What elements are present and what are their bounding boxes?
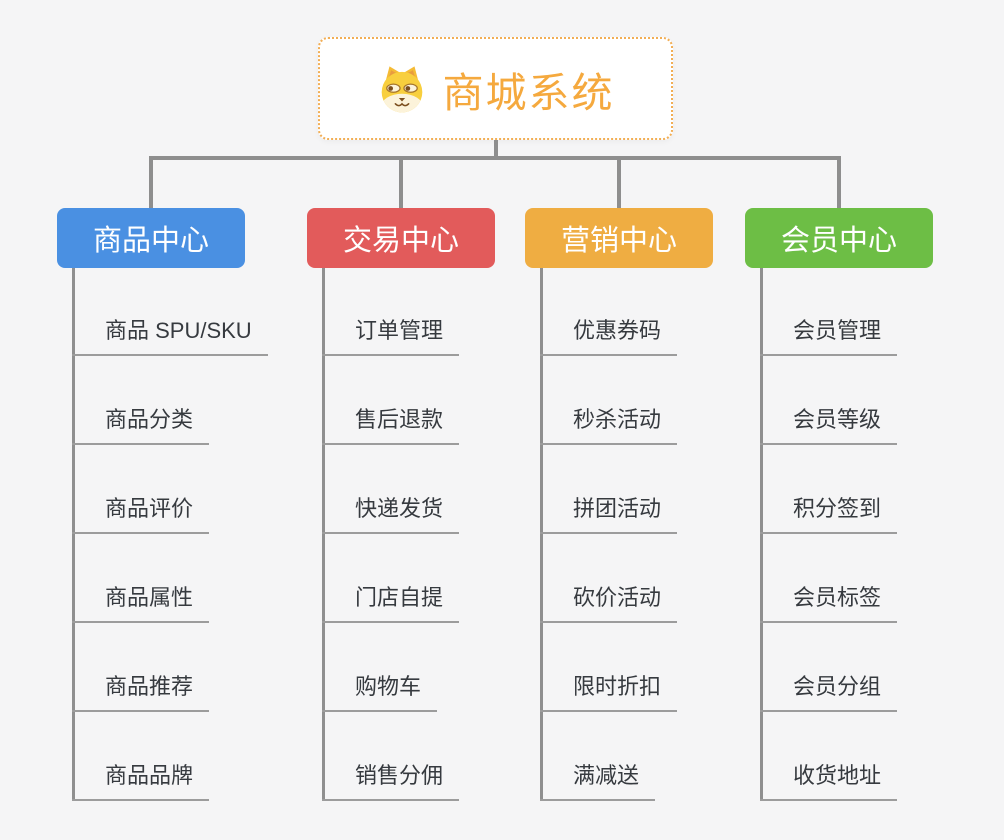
subtopic-label: 销售分佣 bbox=[355, 763, 444, 788]
subtopic-label: 积分签到 bbox=[793, 496, 882, 521]
subtopic-label: 秒杀活动 bbox=[573, 407, 662, 432]
subtopic-node-trade-center-5[interactable]: 购物车 bbox=[322, 672, 438, 712]
connector-drop-member-center bbox=[837, 156, 841, 208]
subtopic-label: 商品分类 bbox=[105, 407, 194, 432]
doge-face-icon bbox=[381, 65, 422, 112]
subtopic-label: 会员等级 bbox=[793, 407, 882, 432]
connector-trunk-product-center bbox=[72, 268, 75, 801]
subtopic-label: 拼团活动 bbox=[573, 496, 662, 521]
subtopic-node-product-center-4[interactable]: 商品属性 bbox=[72, 583, 210, 623]
branch-label: 营销中心 bbox=[560, 225, 677, 257]
subtopic-label: 限时折扣 bbox=[573, 674, 662, 699]
subtopic-node-product-center-6[interactable]: 商品品牌 bbox=[72, 761, 210, 801]
subtopic-label: 售后退款 bbox=[355, 407, 444, 432]
subtopic-label: 快递发货 bbox=[355, 496, 444, 521]
subtopic-label: 商品品牌 bbox=[105, 763, 194, 788]
subtopic-label: 商品推荐 bbox=[105, 674, 194, 699]
subtopic-node-product-center-2[interactable]: 商品分类 bbox=[72, 405, 210, 445]
branch-node-trade-center[interactable]: 交易中心 bbox=[307, 208, 495, 268]
subtopic-label: 订单管理 bbox=[355, 318, 444, 343]
subtopic-node-trade-center-3[interactable]: 快递发货 bbox=[322, 494, 460, 534]
subtopic-node-member-center-3[interactable]: 积分签到 bbox=[760, 494, 898, 534]
subtopic-node-trade-center-4[interactable]: 门店自提 bbox=[322, 583, 460, 623]
subtopic-label: 会员管理 bbox=[793, 318, 882, 343]
connector-trunk-member-center bbox=[760, 268, 763, 801]
subtopic-label: 购物车 bbox=[355, 674, 422, 699]
subtopic-node-member-center-5[interactable]: 会员分组 bbox=[760, 672, 898, 712]
branch-label: 交易中心 bbox=[342, 225, 459, 257]
subtopic-node-product-center-3[interactable]: 商品评价 bbox=[72, 494, 210, 534]
subtopic-node-member-center-1[interactable]: 会员管理 bbox=[760, 316, 898, 356]
subtopic-label: 优惠券码 bbox=[573, 318, 662, 343]
subtopic-label: 商品 SPU/SKU bbox=[105, 318, 252, 343]
root-topic-title: 商城系统 bbox=[442, 69, 615, 116]
subtopic-node-marketing-center-6[interactable]: 满减送 bbox=[540, 761, 656, 801]
subtopic-node-trade-center-6[interactable]: 销售分佣 bbox=[322, 761, 460, 801]
subtopic-label: 商品评价 bbox=[105, 496, 194, 521]
subtopic-node-member-center-2[interactable]: 会员等级 bbox=[760, 405, 898, 445]
connector-drop-product-center bbox=[149, 156, 153, 208]
subtopic-node-product-center-1[interactable]: 商品 SPU/SKU bbox=[72, 316, 268, 356]
subtopic-node-member-center-6[interactable]: 收货地址 bbox=[760, 761, 898, 801]
subtopic-label: 会员分组 bbox=[793, 674, 882, 699]
branch-label: 会员中心 bbox=[780, 225, 897, 257]
connector-trunk-marketing-center bbox=[540, 268, 543, 801]
connector-root-stem bbox=[494, 140, 498, 158]
root-topic-node[interactable]: 商城系统 bbox=[318, 37, 673, 140]
subtopic-node-marketing-center-3[interactable]: 拼团活动 bbox=[540, 494, 678, 534]
branch-node-member-center[interactable]: 会员中心 bbox=[745, 208, 933, 268]
subtopic-node-marketing-center-1[interactable]: 优惠券码 bbox=[540, 316, 678, 356]
subtopic-label: 门店自提 bbox=[355, 585, 444, 610]
subtopic-label: 会员标签 bbox=[793, 585, 882, 610]
subtopic-label: 收货地址 bbox=[793, 763, 882, 788]
connector-trunk-trade-center bbox=[322, 268, 325, 801]
subtopic-node-marketing-center-2[interactable]: 秒杀活动 bbox=[540, 405, 678, 445]
branch-label: 商品中心 bbox=[92, 225, 209, 257]
subtopic-label: 砍价活动 bbox=[573, 585, 662, 610]
subtopic-node-product-center-5[interactable]: 商品推荐 bbox=[72, 672, 210, 712]
connector-drop-marketing-center bbox=[617, 156, 621, 208]
branch-node-product-center[interactable]: 商品中心 bbox=[57, 208, 245, 268]
subtopic-node-marketing-center-5[interactable]: 限时折扣 bbox=[540, 672, 678, 712]
branch-node-marketing-center[interactable]: 营销中心 bbox=[525, 208, 713, 268]
subtopic-node-marketing-center-4[interactable]: 砍价活动 bbox=[540, 583, 678, 623]
subtopic-node-member-center-4[interactable]: 会员标签 bbox=[760, 583, 898, 623]
subtopic-node-trade-center-2[interactable]: 售后退款 bbox=[322, 405, 460, 445]
connector-branch-rail bbox=[149, 156, 841, 160]
subtopic-label: 商品属性 bbox=[105, 585, 194, 610]
subtopic-node-trade-center-1[interactable]: 订单管理 bbox=[322, 316, 460, 356]
connector-drop-trade-center bbox=[399, 156, 403, 208]
subtopic-label: 满减送 bbox=[573, 763, 640, 788]
